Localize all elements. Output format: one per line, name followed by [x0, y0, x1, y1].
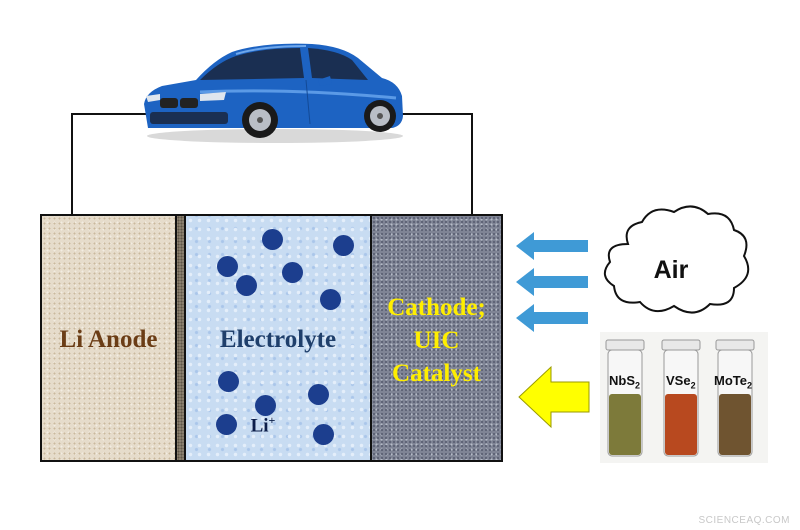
li-ion [313, 424, 334, 445]
li-ion [255, 395, 276, 416]
air-arrow-1 [516, 232, 588, 260]
cathode-label: Cathode; UIC Catalyst [372, 291, 501, 390]
anode-label: Li Anode [59, 326, 158, 353]
li-ion [333, 235, 354, 256]
li-ion [218, 371, 239, 392]
circuit-wire [71, 113, 473, 214]
vial-nbs2 [605, 339, 645, 457]
cathode-label-line3: Catalyst [392, 360, 481, 387]
vial-label-vse2: VSe2 [666, 373, 696, 391]
li-ion [217, 256, 238, 277]
catalyst-arrow [518, 365, 590, 429]
air-arrows [516, 232, 588, 332]
vial-label-mote2: MoTe2 [714, 373, 752, 391]
air-label: Air [653, 256, 689, 284]
cathode-label-line2: UIC [413, 327, 460, 354]
separator [175, 216, 186, 460]
li-anode-region [42, 216, 175, 460]
car-image [144, 43, 403, 143]
cathode-label-line1: Cathode; [387, 294, 486, 321]
catalyst-vials-photo: NbS2 VSe2 MoTe2 [600, 332, 768, 463]
vial-vse2 [661, 339, 701, 457]
electrolyte-label: Electrolyte [219, 326, 337, 353]
li-ion [236, 275, 257, 296]
vial-label-nbs2: NbS2 [609, 373, 641, 391]
air-cloud [603, 205, 750, 314]
li-ion [320, 289, 341, 310]
watermark: SCIENCEAQ.COM [698, 515, 790, 526]
cathode-region [370, 216, 501, 460]
air-arrow-2 [516, 268, 588, 296]
li-ion [282, 262, 303, 283]
cell-outline [40, 214, 503, 462]
li-ion [262, 229, 283, 250]
vials-drawing [605, 339, 755, 457]
li-ion [308, 384, 329, 405]
li-ion [216, 414, 237, 435]
vial-mote2 [715, 339, 755, 457]
li-ion-label: Li+ [250, 413, 276, 437]
air-arrow-3 [516, 304, 588, 332]
